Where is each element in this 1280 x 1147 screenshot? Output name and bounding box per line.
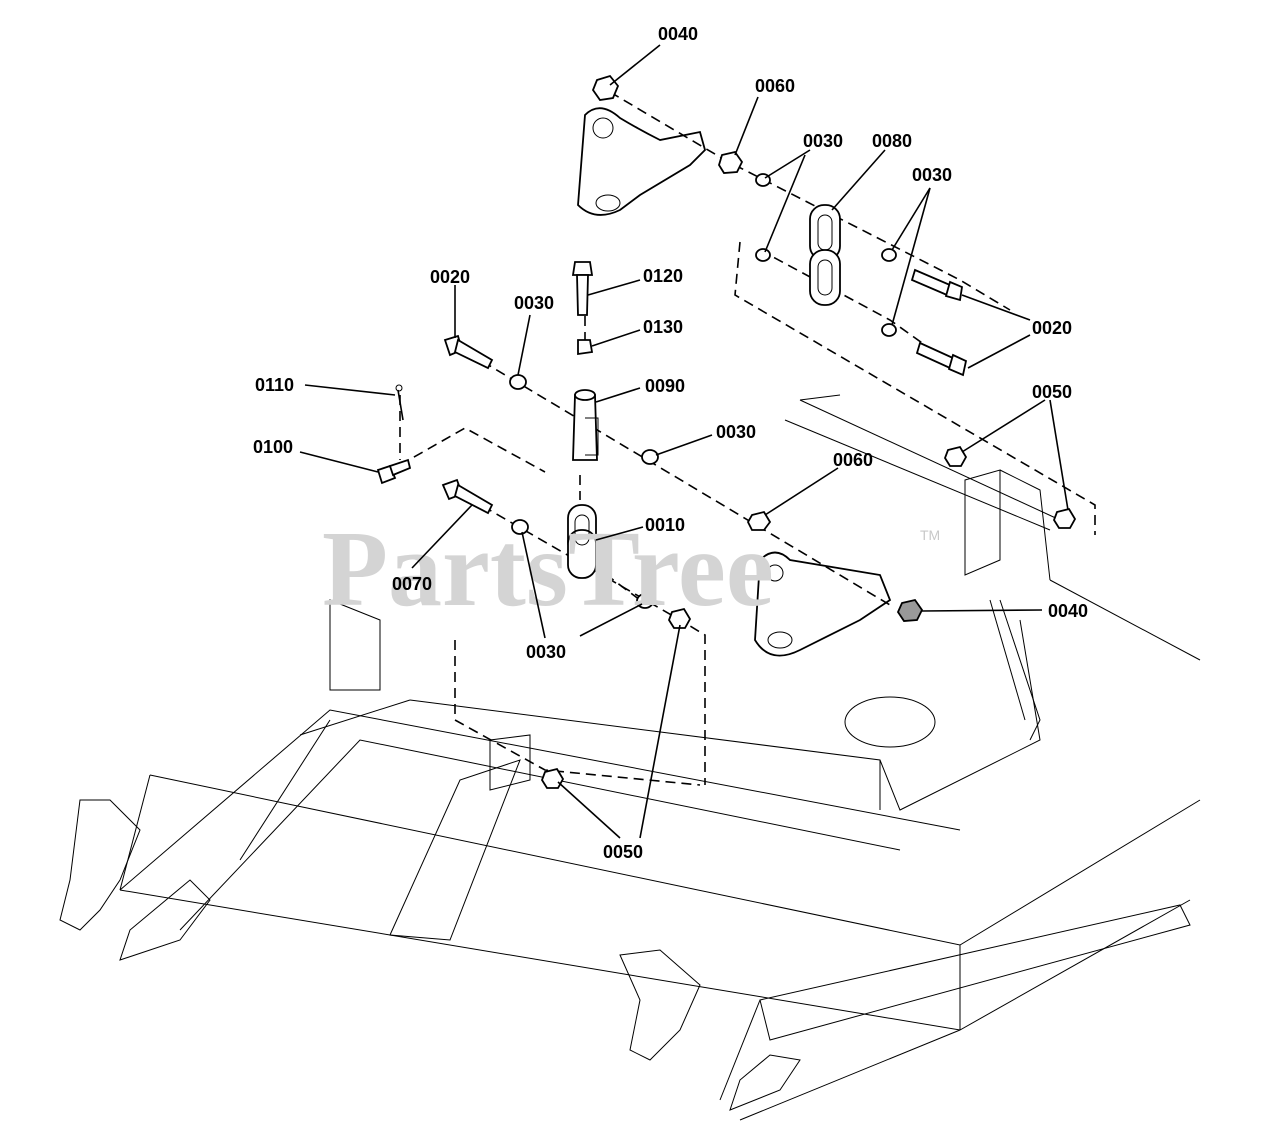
- callout-0040-lower: 0040: [1048, 601, 1088, 621]
- watermark: PartsTree: [322, 510, 774, 629]
- callout-labels: 0040 0060 0030 0080 0030 0020 0030 0120 …: [253, 24, 1088, 862]
- mower-deck-frame: [59, 394, 1201, 1121]
- leader-lines: [299, 44, 1069, 839]
- upper-arm-bracket: [577, 107, 707, 216]
- callout-0040-top: 0040: [658, 24, 698, 44]
- callout-0030-top: 0030: [803, 131, 843, 151]
- callout-0030-lower: 0030: [526, 642, 566, 662]
- callout-0060-mid: 0060: [833, 450, 873, 470]
- watermark-tm: TM: [920, 527, 940, 543]
- callout-0050-lower: 0050: [603, 842, 643, 862]
- callout-0110: 0110: [255, 375, 294, 395]
- callout-0020-left: 0020: [430, 267, 470, 287]
- callout-0030-left: 0030: [514, 293, 554, 313]
- callout-0070: 0070: [392, 574, 432, 594]
- callout-0060-top: 0060: [755, 76, 795, 96]
- callout-0090: 0090: [645, 376, 685, 396]
- callout-0120: 0120: [643, 266, 683, 286]
- callout-0080: 0080: [872, 131, 912, 151]
- callout-0100: 0100: [253, 437, 293, 457]
- callout-0030-right: 0030: [912, 165, 952, 185]
- callout-0050-right: 0050: [1032, 382, 1072, 402]
- callout-0020-right: 0020: [1032, 318, 1072, 338]
- hardware: [376, 74, 1077, 789]
- callout-0030-mid: 0030: [716, 422, 756, 442]
- callout-0130: 0130: [643, 317, 683, 337]
- callout-0010: 0010: [645, 515, 685, 535]
- lower-arm-bracket: [754, 551, 892, 657]
